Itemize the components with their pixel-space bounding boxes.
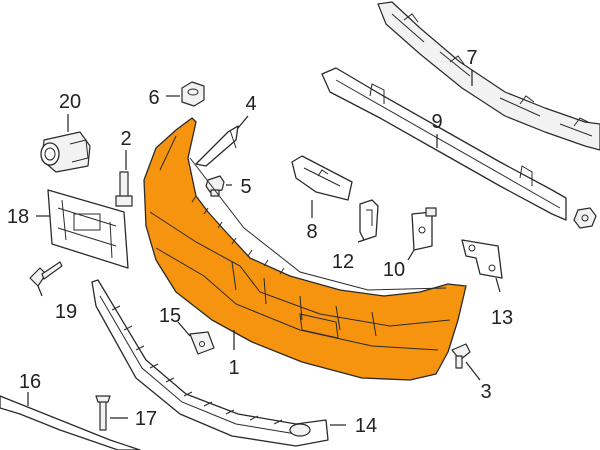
callout-16: 16	[19, 371, 41, 393]
leader-lines	[27, 70, 501, 426]
parking-sensor	[40, 131, 91, 173]
callout-5: 5	[240, 176, 251, 198]
bolt-2	[115, 171, 133, 207]
bolt-5	[205, 175, 225, 197]
lower-grille	[91, 279, 329, 447]
license-plate-bracket	[47, 189, 129, 269]
callout-4: 4	[245, 93, 256, 115]
bumper-cover	[143, 117, 467, 381]
lower-trim-strip	[0, 395, 141, 450]
clip-bracket-12	[359, 199, 379, 241]
callout-1: 1	[228, 357, 239, 379]
clip-15	[189, 331, 215, 355]
impact-bar	[321, 67, 567, 221]
callout-10: 10	[383, 259, 405, 281]
side-bracket-13	[461, 239, 503, 279]
upper-support-bracket	[377, 1, 600, 151]
callout-20: 20	[59, 91, 81, 113]
callout-7: 7	[466, 47, 477, 69]
callout-18: 18	[7, 206, 29, 228]
screw-3	[451, 343, 471, 369]
callout-6: 6	[148, 87, 159, 109]
retainer-nut	[181, 81, 205, 107]
callout-8: 8	[306, 221, 317, 243]
callout-15: 15	[159, 305, 181, 327]
push-pin-19	[29, 261, 63, 287]
side-bracket	[195, 125, 239, 167]
callout-13: 13	[491, 307, 513, 329]
callout-2: 2	[120, 128, 131, 150]
callout-17: 17	[135, 408, 157, 430]
callout-3: 3	[480, 381, 491, 403]
pin-17	[95, 395, 111, 431]
callout-9: 9	[431, 111, 442, 133]
callout-12: 12	[332, 251, 354, 273]
bracket-10	[411, 207, 437, 251]
mounting-bracket-8	[291, 155, 353, 201]
callout-labels: 7 9 20 6 4 2 5 18 8 12 10 13 19 15 1 3 1…	[7, 47, 513, 437]
callout-14: 14	[355, 415, 377, 437]
callout-19: 19	[55, 301, 77, 323]
nut-right	[573, 207, 597, 229]
